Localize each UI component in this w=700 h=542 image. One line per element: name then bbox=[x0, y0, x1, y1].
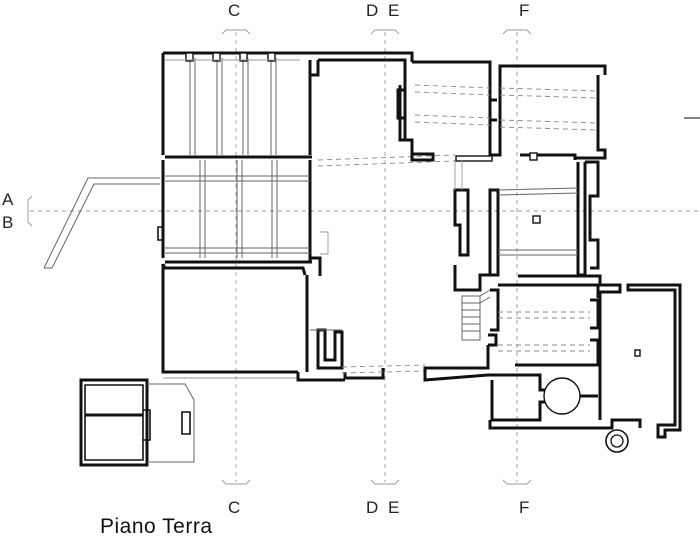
section-label-f-bottom: F bbox=[519, 498, 529, 517]
section-lines bbox=[27, 29, 700, 485]
section-label-d-bottom: D bbox=[366, 498, 378, 517]
east-annex bbox=[598, 283, 682, 453]
section-label-c-bottom: C bbox=[228, 498, 240, 517]
north-east-block bbox=[396, 60, 607, 162]
drawing-title: Piano Terra bbox=[100, 515, 213, 538]
section-label-e-bottom: E bbox=[388, 498, 399, 517]
section-label-a: A bbox=[2, 190, 14, 209]
section-label-b: B bbox=[2, 213, 13, 232]
cistern bbox=[543, 377, 581, 415]
section-label-c-top: C bbox=[228, 1, 240, 20]
staircase bbox=[461, 288, 500, 347]
section-label-e-top: E bbox=[388, 1, 399, 20]
section-label-d-top: D bbox=[366, 1, 378, 20]
east-middle-block bbox=[453, 160, 602, 292]
central-hall bbox=[296, 51, 456, 382]
external-ramp bbox=[43, 177, 160, 269]
west-block bbox=[157, 51, 329, 379]
south-east-block bbox=[423, 283, 642, 430]
outbuilding bbox=[79, 378, 195, 467]
section-label-f-top: F bbox=[519, 1, 529, 20]
